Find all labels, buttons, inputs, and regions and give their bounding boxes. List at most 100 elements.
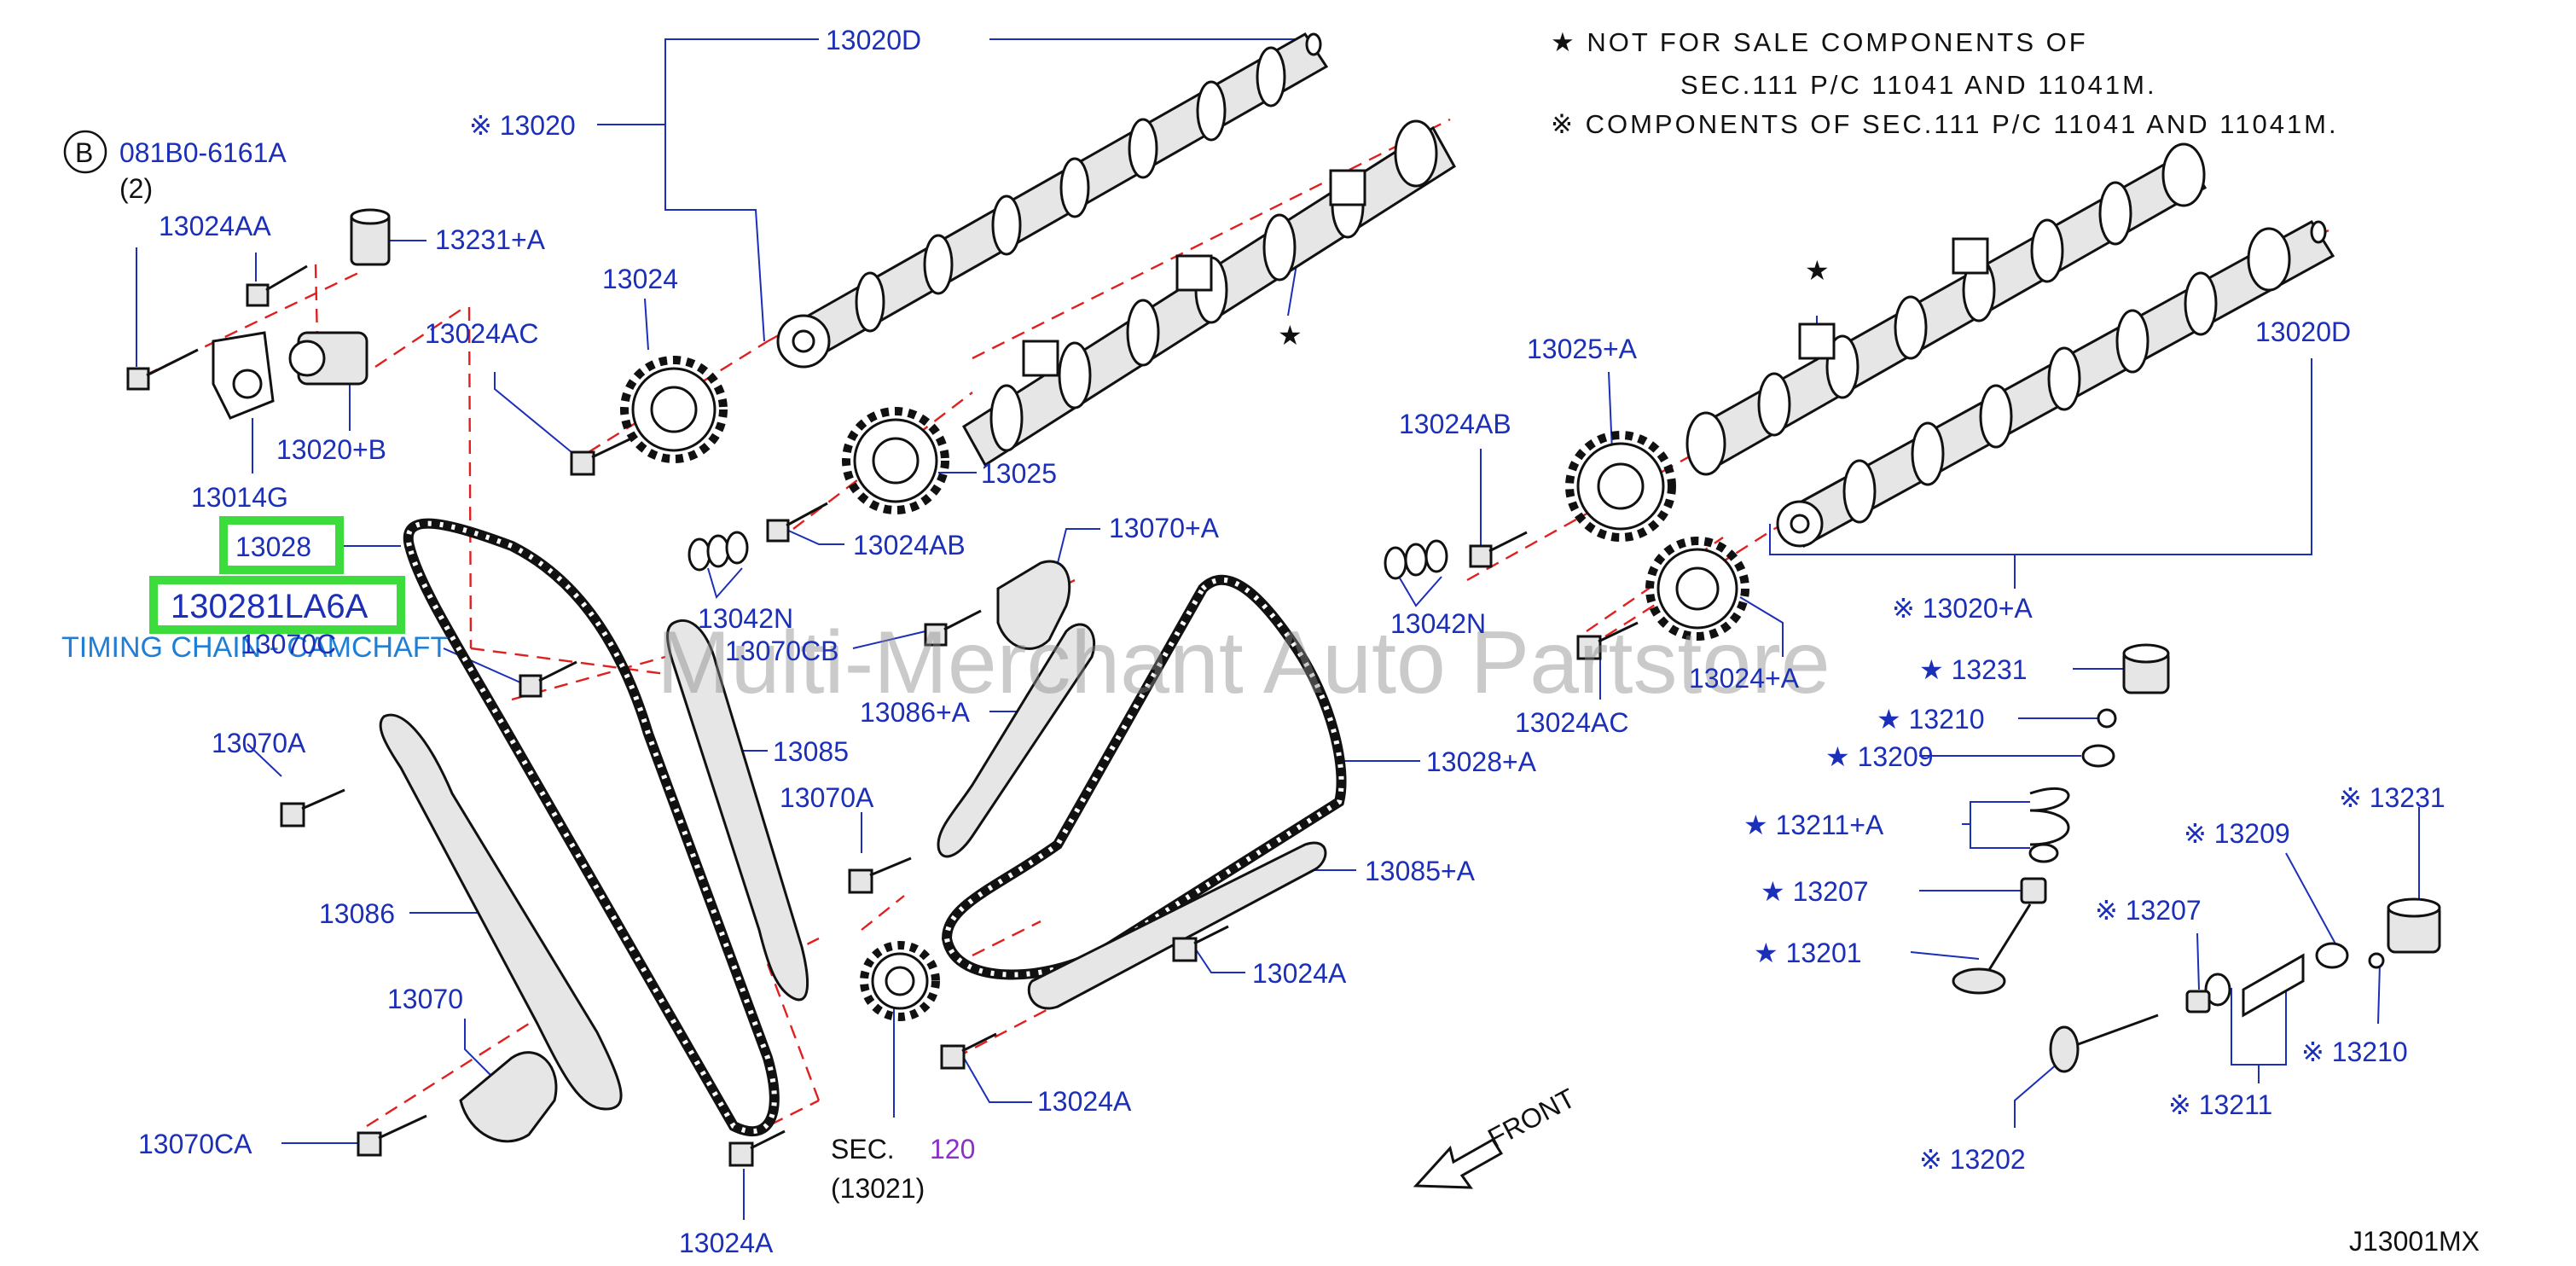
- part-13211-ref[interactable]: ※ 13211: [2168, 1089, 2272, 1120]
- tensioner-13070: [459, 1051, 558, 1143]
- bolt-ref-circle-icon: [63, 130, 107, 174]
- part-13209-ref[interactable]: ※ 13209: [2184, 818, 2290, 849]
- part-13042n-left[interactable]: 13042N: [698, 603, 793, 634]
- part-13024a-right[interactable]: 13024A: [1252, 958, 1347, 989]
- valve-parts-ref: [2049, 897, 2441, 1073]
- sec-sub: (13021): [831, 1173, 925, 1204]
- part-13231-star[interactable]: ★ 13231: [1919, 654, 2028, 685]
- part-130281la6a-highlighted[interactable]: 130281LA6A: [171, 588, 368, 625]
- part-13070[interactable]: 13070: [387, 984, 463, 1014]
- part-13070ca[interactable]: 13070CA: [138, 1129, 252, 1159]
- part-13020d-top[interactable]: 13020D: [826, 25, 921, 55]
- watermark: Multi-Merchant Auto Partstore: [657, 613, 1830, 712]
- camshaft-right-lower: [1776, 220, 2335, 548]
- gasket-13014g: [212, 331, 275, 420]
- part-13070a-left[interactable]: 13070A: [212, 728, 306, 758]
- part-13024ac-left[interactable]: 13024AC: [425, 318, 538, 349]
- part-13202-ref[interactable]: ※ 13202: [1919, 1144, 2026, 1175]
- part-13070-plus-a[interactable]: 13070+A: [1109, 513, 1220, 543]
- bolt-13024ab-right: [1469, 531, 1528, 568]
- part-13020-plus-b[interactable]: 13020+B: [276, 434, 386, 465]
- notes-block: ★ NOT FOR SALE COMPONENTS OF SEC.111 P/C…: [1551, 27, 2339, 139]
- part-13086[interactable]: 13086: [319, 898, 395, 929]
- keeper-13210-star: [2097, 708, 2117, 729]
- bolt-13024ac-left: [570, 437, 632, 476]
- part-13020d-right[interactable]: 13020D: [2255, 316, 2351, 347]
- part-13210-star[interactable]: ★ 13210: [1877, 704, 1985, 735]
- sec-prefix: SEC.: [831, 1134, 895, 1164]
- part-13024aa[interactable]: 13024AA: [159, 211, 271, 241]
- washers-13042n-left: [688, 531, 749, 572]
- valve-parts-star: [1952, 643, 2170, 995]
- part-13209-star[interactable]: ★ 13209: [1825, 741, 1934, 772]
- part-13024a-mid[interactable]: 13024A: [1037, 1086, 1132, 1117]
- star-mark-left: ★: [1278, 320, 1303, 351]
- part-13024a-bottom[interactable]: 13024A: [679, 1228, 774, 1258]
- chain-guide-13085: [666, 619, 809, 1002]
- part-13085-plus-a[interactable]: 13085+A: [1365, 856, 1476, 886]
- part-13024ab-right[interactable]: 13024AB: [1399, 409, 1511, 439]
- bolt-13070c: [519, 660, 577, 698]
- front-label: FRONT: [1482, 1083, 1580, 1154]
- seal-13207-star: [2020, 877, 2047, 904]
- part-13210-ref[interactable]: ※ 13210: [2301, 1037, 2408, 1067]
- highlight-box-13028[interactable]: [219, 516, 344, 574]
- highlight-labels: 13028 130281LA6A TIMING CHAIN - CAMCHAFT: [61, 531, 448, 664]
- sprocket-crank: [860, 941, 940, 1021]
- spring-13211-ref: [2204, 953, 2305, 1018]
- part-13024[interactable]: 13024: [602, 264, 678, 294]
- part-13201-star[interactable]: ★ 13201: [1754, 938, 1862, 968]
- retainer-13209-ref: [2315, 942, 2349, 969]
- part-13014g[interactable]: 13014G: [191, 482, 288, 513]
- note-line-3: ※ COMPONENTS OF SEC.111 P/C 11041 AND 11…: [1551, 109, 2339, 139]
- leader-lines: [136, 38, 2420, 1220]
- part-13020[interactable]: ※ 13020: [469, 110, 576, 141]
- washers-13042n-right: [1384, 539, 1448, 580]
- part-13028-plus-a[interactable]: 13028+A: [1426, 746, 1537, 777]
- bolt-13024a-mid: [940, 1032, 997, 1070]
- part-13070a-mid[interactable]: 13070A: [780, 782, 874, 813]
- bolt-13070a-left: [280, 788, 345, 828]
- part-13025[interactable]: 13025: [981, 458, 1057, 489]
- part-13025-plus-a[interactable]: 13025+A: [1527, 334, 1638, 364]
- part-13211-plus-a-star[interactable]: ★ 13211+A: [1743, 810, 1884, 840]
- plug-13231-plus-a: [350, 208, 391, 266]
- part-13086-plus-a[interactable]: 13086+A: [860, 697, 971, 728]
- bolt-13024a-bottom: [728, 1130, 786, 1167]
- part-13020-plus-a[interactable]: ※ 13020+A: [1892, 593, 2033, 624]
- sec-number[interactable]: 120: [930, 1134, 975, 1164]
- part-13207-star[interactable]: ★ 13207: [1761, 876, 1869, 907]
- camshaft-left-lower: [962, 119, 1456, 467]
- part-13024-plus-a[interactable]: 13024+A: [1689, 663, 1800, 694]
- front-arrow-icon: [1413, 1137, 1504, 1189]
- sprocket-13025: [842, 407, 949, 514]
- part-13028-highlighted[interactable]: 13028: [235, 531, 311, 562]
- part-13024ac-right[interactable]: 13024AC: [1515, 707, 1628, 738]
- note-line-2: SEC.111 P/C 11041 AND 11041M.: [1680, 70, 2157, 100]
- lifter-13231-star: [2122, 643, 2170, 694]
- bolt-13024aa-upper: [246, 264, 308, 307]
- retainer-13209-star: [2081, 744, 2115, 768]
- sprocket-13024: [620, 356, 728, 463]
- bolt-13070ca: [357, 1114, 427, 1157]
- part-13085[interactable]: 13085: [773, 736, 849, 767]
- chain-guide-13085-plus-a: [1027, 841, 1327, 1010]
- part-13231-ref[interactable]: ※ 13231: [2339, 782, 2445, 813]
- valve-13202-ref: [2049, 1013, 2159, 1073]
- part-13207-ref[interactable]: ※ 13207: [2095, 895, 2202, 926]
- timing-chain-13028: [403, 518, 780, 1136]
- seal-13207-ref: [2185, 990, 2211, 1013]
- bolt-13024a-right: [1172, 925, 1229, 962]
- part-13024ab-left[interactable]: 13024AB: [853, 530, 966, 560]
- part-13231-plus-a[interactable]: 13231+A: [435, 224, 546, 255]
- bolt-ref-code[interactable]: 081B0-6161A: [119, 137, 287, 168]
- part-13042n-right[interactable]: 13042N: [1390, 608, 1486, 639]
- part-description: TIMING CHAIN - CAMCHAFT: [61, 631, 448, 664]
- bolt-13070cb: [924, 609, 982, 647]
- part-13070c[interactable]: 13070C: [241, 629, 336, 659]
- star-mark-right: ★: [1805, 255, 1830, 286]
- highlight-box-130281la6a[interactable]: [149, 576, 405, 634]
- bolt-13024ab-left: [766, 502, 828, 543]
- part-13070cb[interactable]: 13070CB: [725, 636, 838, 666]
- chain-guide-13086: [379, 713, 623, 1111]
